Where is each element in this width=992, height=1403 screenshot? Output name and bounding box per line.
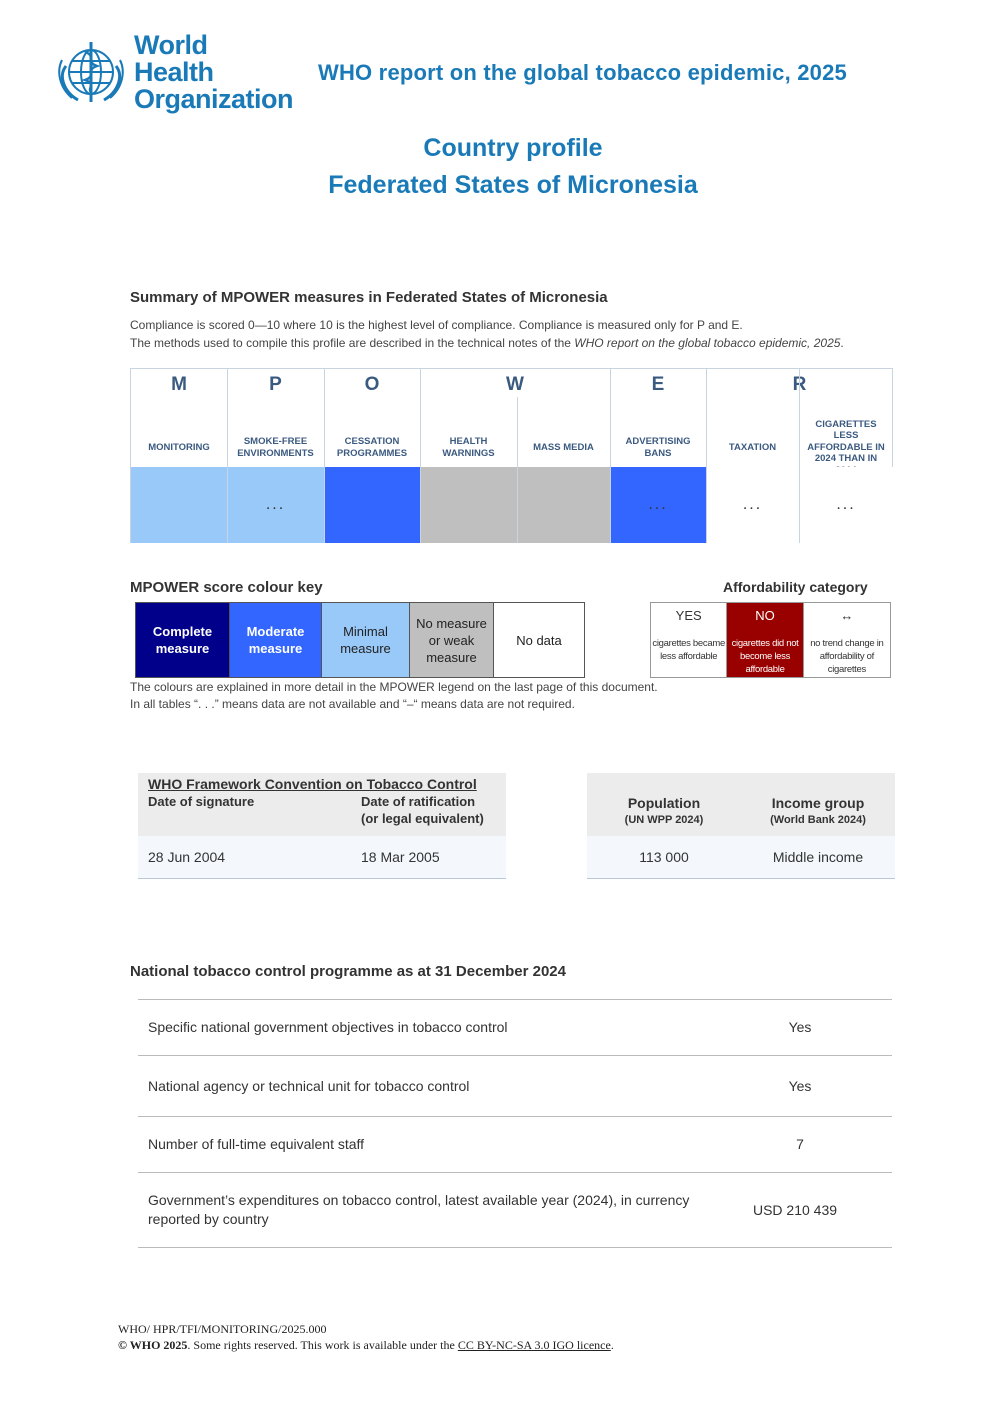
programme-question: Government’s expenditures on tobacco con… xyxy=(148,1192,690,1227)
column-divider xyxy=(799,369,800,543)
programme-table: Specific national government objectives … xyxy=(138,999,892,1248)
affordability-description: cigarettes did not become less affordabl… xyxy=(731,638,799,675)
mpower-summary-table: MPOWERMONITORINGSMOKE-FREE ENVIRONMENTS.… xyxy=(130,368,893,543)
programme-question: National agency or technical unit for to… xyxy=(148,1077,470,1094)
fctc-table: WHO Framework Convention on Tobacco Cont… xyxy=(138,773,506,880)
column-divider xyxy=(227,369,228,543)
programme-question: Number of full-time equivalent staff xyxy=(148,1136,365,1152)
population-source: (UN WPP 2024) xyxy=(624,814,704,826)
programme-answer: 7 xyxy=(796,1136,804,1152)
table-row: Number of full-time equivalent staff 7 xyxy=(138,1116,892,1172)
who-emblem-icon xyxy=(58,42,124,102)
mpower-score-cell xyxy=(131,467,227,543)
programme-question: Specific national government objectives … xyxy=(148,1019,508,1035)
population-table-row: 113 000 Middle income xyxy=(587,836,895,879)
affordability-item: NO cigarettes did not become less afforda… xyxy=(727,603,804,677)
mpower-label: CESSATION PROGRAMMES xyxy=(336,436,408,459)
mpower-label: HEALTH WARNINGS xyxy=(442,436,495,459)
column-divider xyxy=(517,397,518,543)
table-row: Government’s expenditures on tobacco con… xyxy=(138,1172,892,1248)
colour-key-heading: MPOWER score colour key xyxy=(130,579,323,596)
colour-key-item: No measure or weak measure xyxy=(410,603,494,677)
mpower-score-cell xyxy=(420,467,517,543)
mpower-score-cell: ... xyxy=(799,467,893,543)
country-name-title: Federated States of Micronesia xyxy=(328,171,698,199)
fctc-title: WHO Framework Convention on Tobacco Cont… xyxy=(148,776,477,792)
summary-heading: Summary of MPOWER measures in Federated … xyxy=(130,289,608,306)
report-title: WHO report on the global tobacco epidemi… xyxy=(318,60,847,85)
programme-answer: Yes xyxy=(788,1077,812,1094)
affordability-item: ↔ no trend change in affordability of cig… xyxy=(803,603,890,677)
affordability-category: YES xyxy=(675,607,702,623)
methods-note: The methods used to compile this profile… xyxy=(130,336,844,350)
mpower-letter: W xyxy=(506,374,524,395)
mpower-letter: O xyxy=(364,374,380,395)
fctc-table-row: 28 Jun 2004 18 Mar 2005 xyxy=(138,836,506,879)
ratification-header: Date of ratification xyxy=(361,794,476,809)
colour-key-item: Moderate measure xyxy=(230,603,322,677)
mpower-score-cell: ... xyxy=(227,467,324,543)
population-table: Population (UN WPP 2024) Income group (W… xyxy=(587,773,895,880)
programme-heading: National tobacco control programme as at… xyxy=(130,963,566,980)
table-row: National agency or technical unit for to… xyxy=(138,1055,892,1116)
income-group-source: (World Bank 2024) xyxy=(770,814,866,826)
population-header: Population xyxy=(627,795,701,811)
table-row: Specific national government objectives … xyxy=(138,999,892,1055)
affordability-description: no trend change in affordability of ciga… xyxy=(810,638,884,675)
income-group-value: Middle income xyxy=(772,849,864,865)
who-logo: World Health Organization xyxy=(52,31,294,112)
ratification-date: 18 Mar 2005 xyxy=(361,849,440,865)
mpower-label: SMOKE-FREE ENVIRONMENTS xyxy=(237,436,314,459)
country-profile-title: Country profile xyxy=(423,134,603,162)
data-availability-note: In all tables “. . .” means data are not… xyxy=(130,697,575,711)
mpower-letter: P xyxy=(269,374,282,395)
column-divider xyxy=(706,369,707,543)
mpower-label: ADVERTISING BANS xyxy=(625,436,691,459)
affordability-description: cigarettes became less affordable xyxy=(652,638,725,662)
mpower-label: MONITORING xyxy=(148,441,210,453)
affordability-category: ↔ xyxy=(840,607,854,623)
mpower-label: TAXATION xyxy=(728,441,777,453)
fctc-table-header: WHO Framework Convention on Tobacco Cont… xyxy=(138,773,506,836)
mpower-score-cell: ... xyxy=(610,467,706,543)
population-value: 113 000 xyxy=(639,849,689,865)
programme-answer: USD 210 439 xyxy=(752,1201,838,1218)
compliance-note: Compliance is scored 0—10 where 10 is th… xyxy=(130,318,743,332)
column-divider xyxy=(420,369,421,543)
affordability-category: NO xyxy=(755,607,775,623)
mpower-letter: E xyxy=(651,374,665,395)
document-code: WHO/ HPR/TFI/MONITORING/2025.000 xyxy=(118,1322,327,1336)
mpower-score-cell: ... xyxy=(706,467,799,543)
licence-link[interactable]: CC BY-NC-SA 3.0 IGO licence xyxy=(457,1338,611,1352)
column-divider xyxy=(324,369,325,543)
population-table-header: Population (UN WPP 2024) Income group (W… xyxy=(587,773,895,836)
colour-note: The colours are explained in more detail… xyxy=(130,680,658,694)
signature-header: Date of signature xyxy=(148,794,255,809)
ratification-subheader: (or legal equivalent) xyxy=(361,811,484,826)
income-group-header: Income group xyxy=(771,795,865,811)
mpower-letter: M xyxy=(171,374,187,395)
colour-key-item: Complete measure xyxy=(136,603,230,677)
programme-answer: Yes xyxy=(788,1019,812,1035)
affordability-heading: Affordability category xyxy=(723,579,868,595)
column-divider xyxy=(610,369,611,543)
affordability-item: YES cigarettes became less affordable xyxy=(651,603,728,677)
signature-date: 28 Jun 2004 xyxy=(148,849,226,865)
mpower-score-cell xyxy=(324,467,420,543)
mpower-label: MASS MEDIA xyxy=(533,441,594,453)
mpower-score-cell xyxy=(517,467,610,543)
colour-key-item: No data xyxy=(494,603,584,677)
affordability-key: YES cigarettes became less affordable NO ci… xyxy=(650,602,891,678)
who-wordmark: World Health Organization xyxy=(134,29,294,114)
copyright-line: © WHO 2025. Some rights reserved. This w… xyxy=(118,1338,614,1352)
colour-key-item: Minimal measure xyxy=(322,603,410,677)
